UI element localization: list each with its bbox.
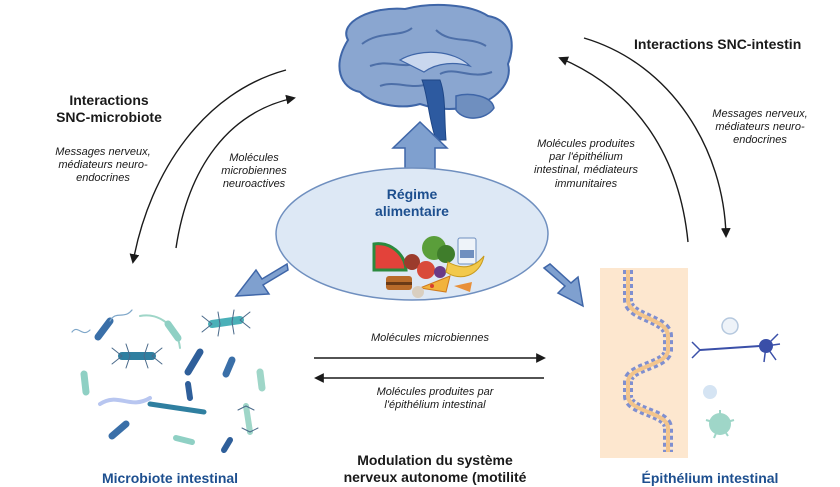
food-icon: [372, 236, 485, 298]
cns-to-epithelium-arrow: [583, 37, 731, 238]
intestinal-epithelium-icon: [600, 268, 688, 458]
microbial-molecules-label: Molécules microbiennes: [371, 332, 489, 344]
nerve-messages-right-label: Messages nerveux, médiateurs neuro- endo…: [712, 108, 808, 147]
interactions-cns-gut-label: Interactions SNC-intestin: [634, 36, 802, 52]
brain-icon: [338, 3, 513, 141]
gut-microbiota-label: Microbiote intestinal: [101, 470, 239, 486]
nerve-messages-left-label: Messages nerveux, médiateurs neuro- endo…: [55, 146, 151, 185]
epithelium-molecules-top-label: Molécules produites par l'épithélium int…: [534, 138, 638, 190]
neuron-icon: [691, 317, 781, 439]
autonomic-modulation-label: Modulation du système nerveux autonome (…: [343, 452, 527, 485]
interactions-cns-microbiota-label: Interactions SNC-microbiote: [56, 92, 162, 125]
epithelium-to-cns-arrow: [558, 56, 689, 243]
cns-to-microbiota-arrow: [129, 69, 287, 264]
diet-to-epithelium-arrow: [542, 263, 584, 308]
gut-epithelium-label: Épithélium intestinal: [641, 470, 779, 486]
diet-label: Régime alimentaire: [375, 186, 449, 219]
diet-to-brain-arrow: [391, 120, 449, 173]
microbiota-to-cns-arrow: [175, 94, 296, 249]
diet-to-microbiota-arrow: [234, 262, 289, 297]
neuroactive-molecules-label: Molécules microbiennes neuroactives: [221, 152, 287, 191]
bacteria-icon: [71, 309, 266, 453]
epithelium-molecules-mid-label: Molécules produites par l'épithélium int…: [376, 386, 494, 412]
